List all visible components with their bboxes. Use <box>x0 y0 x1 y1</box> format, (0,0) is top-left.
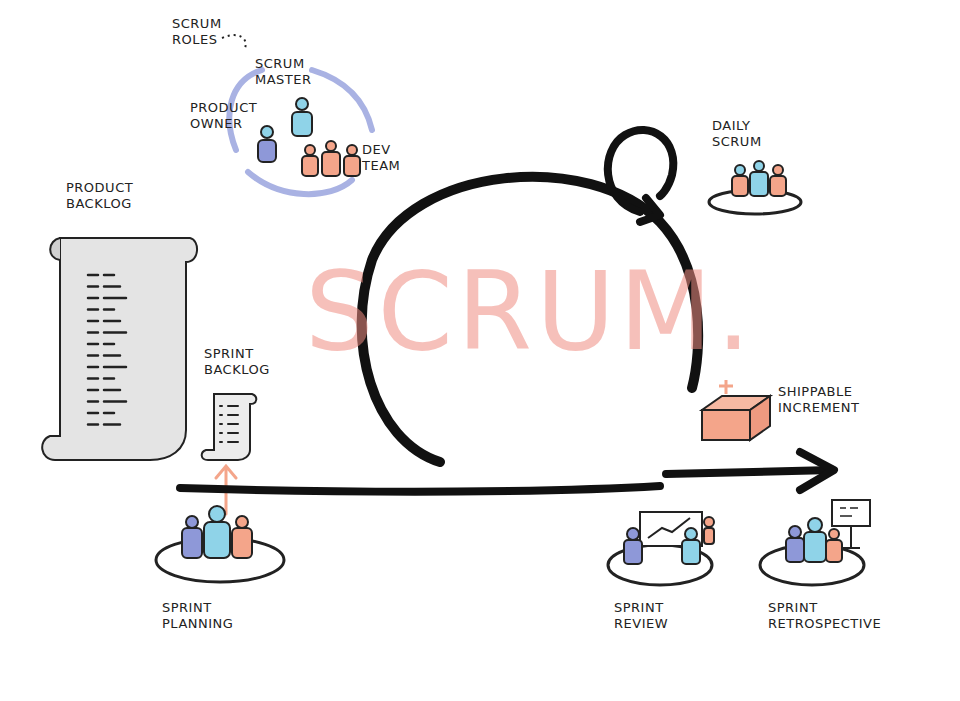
dev-team-figures-part <box>344 156 360 176</box>
sprint-retrospective-table-part <box>789 526 801 538</box>
sprint-backlog-items <box>220 406 238 442</box>
sprint-backlog-items-part <box>220 405 238 407</box>
daily-loop <box>608 130 674 222</box>
sprint-review-table-part <box>685 528 697 540</box>
backlog-items-part <box>88 389 120 392</box>
scrum-master-figure-part <box>296 98 308 110</box>
backlog-items-part <box>88 331 126 334</box>
backlog-items <box>88 275 126 425</box>
sprint-review-table-part <box>704 528 714 544</box>
sprint-timeline-part <box>180 486 660 492</box>
sprint-retrospective-table-part <box>829 529 839 539</box>
backlog-items-part <box>88 343 114 346</box>
sprint-retrospective-table <box>760 500 870 585</box>
backlog-items-part <box>88 366 126 369</box>
sprint-timeline <box>180 452 834 492</box>
sprint-retrospective-table-part <box>840 508 858 516</box>
daily-loop-part <box>608 130 674 212</box>
dev-team-figures-part <box>322 152 340 176</box>
sprint-review-table <box>608 512 714 585</box>
sprint-retrospective-table-part <box>826 540 842 562</box>
artifact-label: SHIPPABLE INCREMENT <box>778 384 859 417</box>
artifact-label: PRODUCT BACKLOG <box>66 180 133 213</box>
sprint-planning-table-part <box>209 506 225 522</box>
sprint-review-table-part <box>624 540 642 564</box>
event-label: SPRINT RETROSPECTIVE <box>768 600 881 633</box>
backlog-items-part <box>88 320 120 323</box>
sprint-planning-table <box>156 506 284 582</box>
sprint-backlog-scroll-part <box>202 394 257 460</box>
dev-team-figures-part <box>302 156 318 176</box>
scrum-master-figure-part <box>292 112 312 136</box>
event-label: SPRINT PLANNING <box>162 600 233 633</box>
daily-scrum-table-part <box>773 165 783 175</box>
dev-team-figures-part <box>326 141 336 151</box>
backlog-items-part <box>88 354 120 357</box>
sprint-review-table-part <box>648 518 690 538</box>
dev-team-figures-part <box>347 145 357 155</box>
shippable-box-part <box>702 410 750 440</box>
product-owner-figure <box>258 126 276 162</box>
leader-line <box>222 35 246 50</box>
sprint-backlog-items-part <box>220 432 238 434</box>
sprint-timeline-part <box>666 470 832 474</box>
dev-team-figures <box>302 141 360 176</box>
backlog-items-part <box>88 308 114 311</box>
sprint-planning-table-part <box>204 522 230 558</box>
daily-scrum-table <box>709 161 801 214</box>
scrum-master-figure <box>292 98 312 136</box>
role-label: DEV TEAM <box>362 142 400 175</box>
roles-ring-part <box>312 70 372 130</box>
sprint-review-table-part <box>682 540 700 564</box>
daily-scrum-table-part <box>732 176 748 196</box>
event-label: SPRINT REVIEW <box>614 600 668 633</box>
artifact-label: SPRINT BACKLOG <box>204 346 270 379</box>
sprint-retrospective-table-part <box>842 526 860 548</box>
dev-team-figures-part <box>305 145 315 155</box>
product-owner-figure-part <box>258 140 276 162</box>
backlog-items-part <box>88 285 120 288</box>
backlog-items-part <box>88 377 114 380</box>
sprint-retrospective-table-part <box>786 538 804 562</box>
backlog-items-part <box>88 297 126 300</box>
sprint-planning-table-part <box>232 528 252 558</box>
role-heading: SCRUM ROLES <box>172 16 222 49</box>
watermark: SCRUM. <box>305 258 755 366</box>
backlog-items-part <box>88 274 114 277</box>
sprint-planning-table-part <box>186 516 198 528</box>
sprint-timeline-part <box>800 452 834 490</box>
sprint-backlog-scroll <box>202 394 257 460</box>
role-label: SCRUM MASTER <box>255 56 312 89</box>
daily-loop-part <box>640 198 660 222</box>
sprint-review-table-part <box>627 528 639 540</box>
product-owner-figure-part <box>261 126 273 138</box>
roles-ring <box>229 70 372 194</box>
event-label: DAILY SCRUM <box>712 118 762 151</box>
product-backlog-scroll-part <box>42 238 197 460</box>
sprint-review-table-part <box>704 517 714 527</box>
sprint-planning-table-part <box>236 516 248 528</box>
backlog-items-part <box>88 412 114 415</box>
sprint-backlog-items-part <box>220 441 238 443</box>
daily-scrum-table-part <box>770 176 786 196</box>
sprint-planning-table-part <box>182 528 202 558</box>
daily-scrum-table-part <box>750 172 768 196</box>
daily-scrum-table-part <box>735 165 745 175</box>
product-backlog-scroll-part <box>50 238 60 260</box>
role-label: PRODUCT OWNER <box>190 100 257 133</box>
sprint-backlog-items-part <box>220 423 238 425</box>
product-backlog-scroll <box>42 238 197 460</box>
shippable-box-part <box>750 396 770 440</box>
sprint-backlog-items-part <box>220 414 238 416</box>
shippable-box-part <box>719 380 733 394</box>
backlog-items-part <box>88 400 126 403</box>
sprint-retrospective-table-part <box>804 532 826 562</box>
sprint-retrospective-table-part <box>832 500 870 526</box>
shippable-box <box>702 380 770 440</box>
sprint-retrospective-table-part <box>808 518 822 532</box>
daily-scrum-table-part <box>754 161 764 171</box>
leader-line-part <box>222 35 246 50</box>
backlog-items-part <box>88 423 120 426</box>
